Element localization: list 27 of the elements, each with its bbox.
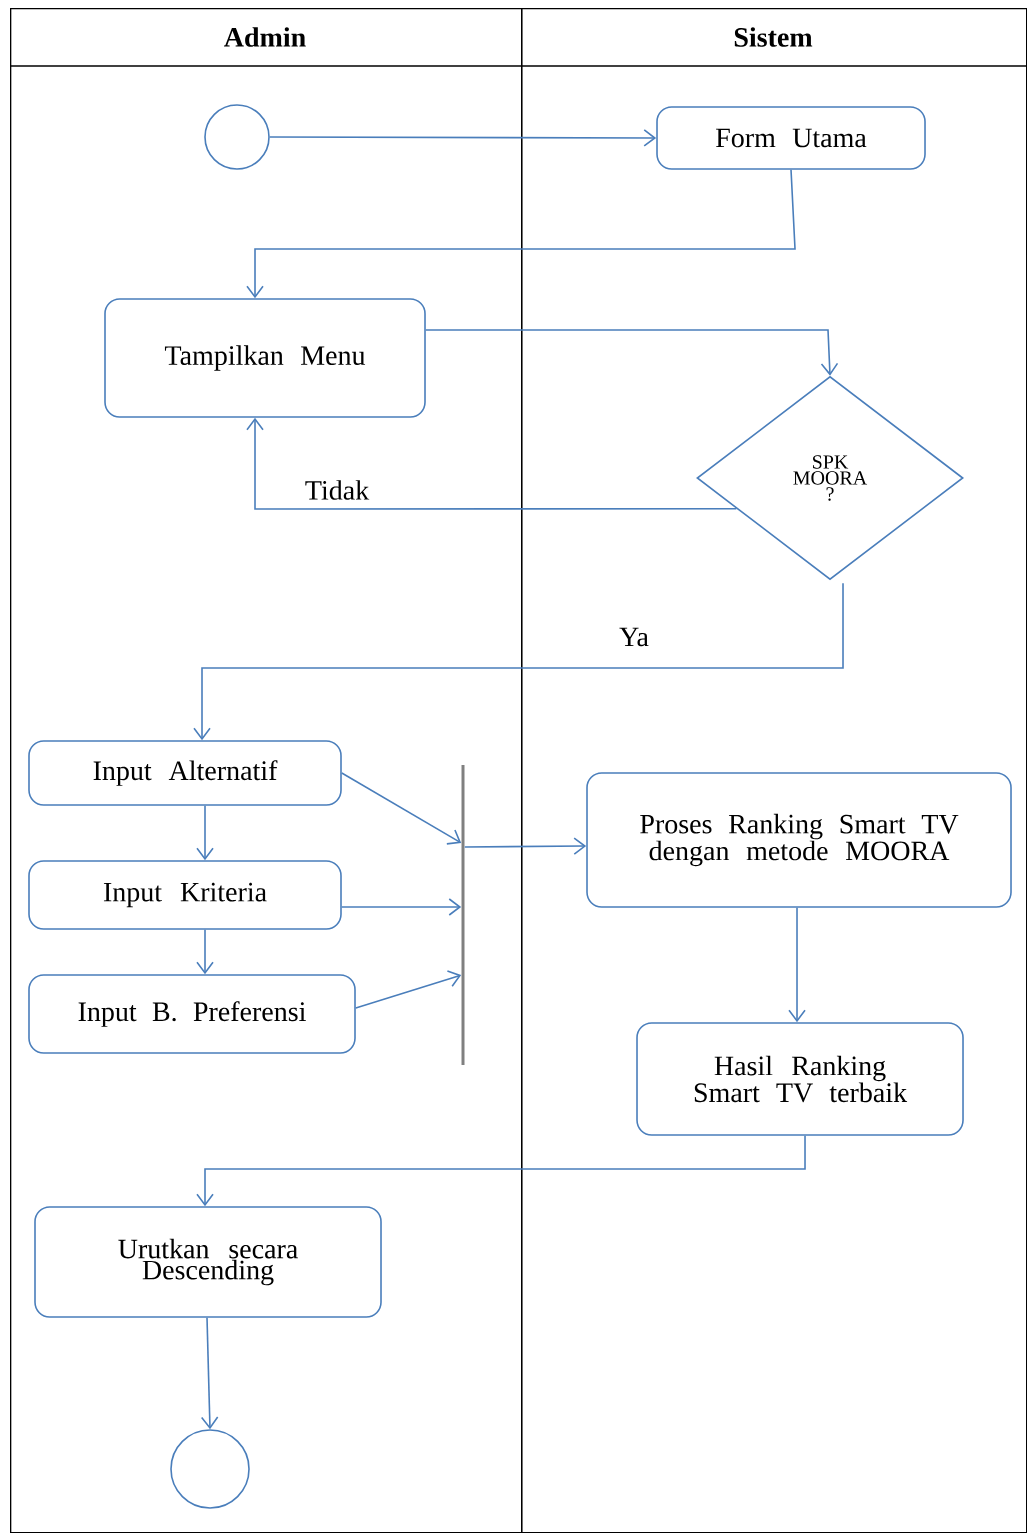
arrow — [193, 582, 844, 741]
action-box: Input Alternatif — [28, 740, 342, 806]
action-box: Hasil Ranking Smart TV terbaik — [636, 1022, 964, 1136]
arrow — [196, 929, 214, 975]
arrow — [425, 329, 839, 376]
circle-node — [170, 1429, 250, 1509]
action-box: Proses Ranking Smart TV dengan metode MOORA — [586, 772, 1012, 908]
arrow — [341, 772, 462, 845]
action-box: Input B. Preferensi — [28, 974, 356, 1054]
arrow — [341, 898, 462, 916]
edge-label: Tidak — [303, 478, 371, 502]
arrow — [269, 129, 657, 147]
circle-node — [204, 104, 270, 170]
action-box: Urutkan secara Descending — [34, 1206, 382, 1318]
arrow — [200, 1317, 219, 1430]
arrow — [196, 1135, 806, 1207]
edge-label: Ya — [617, 626, 651, 648]
arrow — [463, 837, 587, 855]
fork-bar — [461, 765, 465, 1065]
arrow — [355, 970, 462, 1009]
arrow — [788, 907, 806, 1023]
arrow — [246, 169, 796, 299]
action-box: Form Utama — [656, 106, 926, 170]
arrow — [246, 417, 738, 510]
arrow — [196, 805, 214, 861]
action-box: Tampilkan Menu — [104, 298, 426, 418]
action-box: Input Kriteria — [28, 860, 342, 930]
